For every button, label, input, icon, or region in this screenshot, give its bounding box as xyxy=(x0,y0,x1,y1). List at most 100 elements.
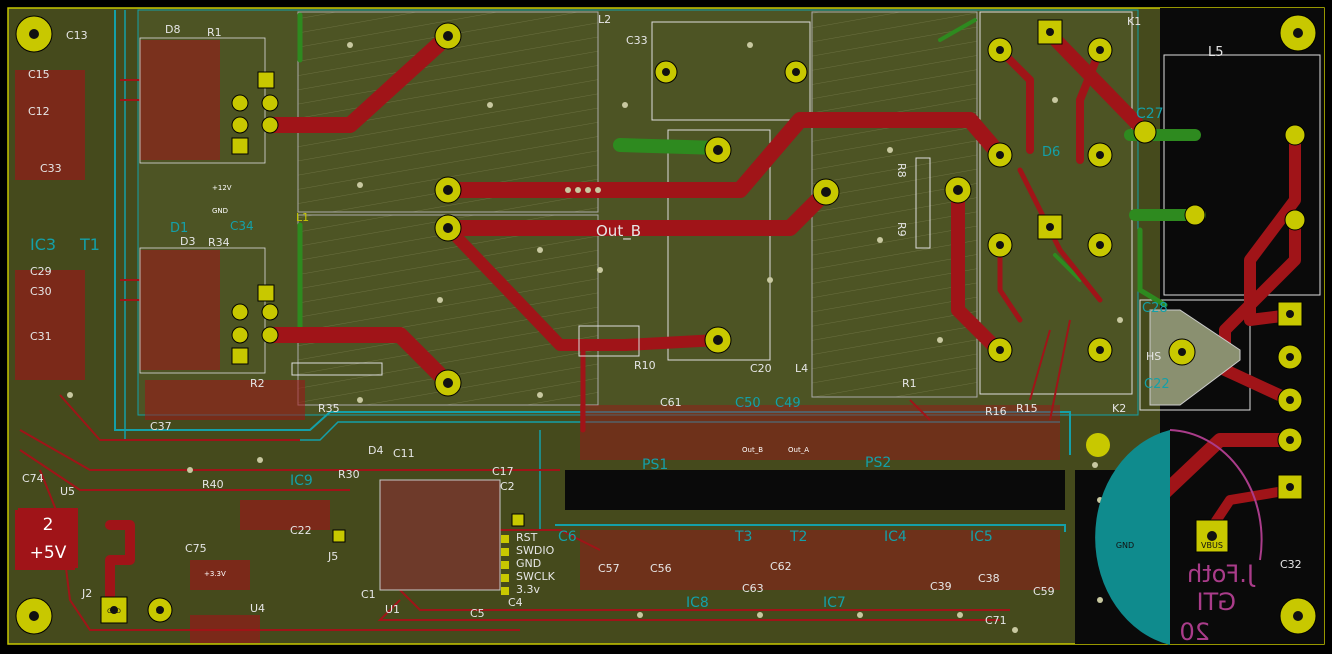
designator-c33: C33 xyxy=(626,34,648,47)
swd-label-rst: RST xyxy=(516,531,538,544)
heatsink-outline xyxy=(1139,299,1251,411)
author-line3: 20 xyxy=(1179,618,1210,646)
designator-c31: C31 xyxy=(30,330,52,343)
designator-ic3: IC3 xyxy=(30,235,56,254)
designator-u4: U4 xyxy=(250,602,265,615)
cap-c33-outline xyxy=(651,21,811,121)
designator-r40: R40 xyxy=(202,478,224,491)
swd-header-pins xyxy=(501,535,509,595)
designator-c32: C32 xyxy=(1280,558,1302,571)
swd-label-swclk: SWCLK xyxy=(516,570,556,583)
designator-c15: C15 xyxy=(28,68,50,81)
zone-boundary-line-2 xyxy=(124,10,1060,441)
designator-c5: C5 xyxy=(470,607,485,620)
front-copper-traces xyxy=(105,25,1301,615)
designator-u5: U5 xyxy=(60,485,75,498)
designator-r34: R34 xyxy=(208,236,230,249)
author-line2: GTI xyxy=(1197,588,1236,616)
j1-outline-arc xyxy=(1169,429,1263,561)
designator-c20: C20 xyxy=(750,362,772,375)
designator-l4: L4 xyxy=(795,362,808,375)
designator-d4: D4 xyxy=(368,444,383,457)
j1-vbus-label: VBUS xyxy=(1201,541,1223,550)
swd-label-swdio: SWDIO xyxy=(516,544,555,557)
designator-c39: C39 xyxy=(930,580,952,593)
designator-ic8: IC8 xyxy=(686,595,709,611)
designator-ic7: IC7 xyxy=(823,595,846,611)
designator-ps1: PS1 xyxy=(642,457,668,473)
designator-c1: C1 xyxy=(361,588,376,601)
designator-r1a: R1 xyxy=(207,26,222,39)
designator-c4: C4 xyxy=(508,596,523,609)
designator-c59: C59 xyxy=(1033,585,1055,598)
designator-c61: C61 xyxy=(660,396,682,409)
author-text: J.Foth GTI 20 xyxy=(1179,560,1256,646)
designator-c13: C13 xyxy=(66,29,88,42)
designator-r9: R9 xyxy=(895,222,908,237)
designator-c29: C29 xyxy=(30,265,52,278)
designator-ps2: PS2 xyxy=(865,455,891,471)
swd-label-3v3: 3.3v xyxy=(516,583,540,596)
pads xyxy=(15,14,1317,635)
usb-connector-j1-pad xyxy=(1095,430,1170,645)
designator-c30: C30 xyxy=(30,285,52,298)
power-label-line1: 2 xyxy=(43,515,54,535)
label-plus12v: +12V xyxy=(212,184,232,192)
heatsink-shape xyxy=(1149,309,1241,406)
mcu-u1-body xyxy=(379,479,501,591)
designator-c75: C75 xyxy=(185,542,207,555)
designator-ic4: IC4 xyxy=(884,529,907,545)
designator-r15: R15 xyxy=(1016,402,1038,415)
designator-c63: C63 xyxy=(742,582,764,595)
designator-c22b: C22 xyxy=(290,524,312,537)
label-gnd-small: GND xyxy=(212,207,228,215)
designator-c62: C62 xyxy=(770,560,792,573)
designator-c50: C50 xyxy=(735,396,761,411)
designator-d1: D1 xyxy=(170,221,188,236)
inductor-l5-outline xyxy=(1163,54,1321,296)
net-label-out-b: Out_B xyxy=(596,222,641,241)
designator-c22: C22 xyxy=(1144,377,1170,392)
designator-c57: C57 xyxy=(598,562,620,575)
designator-c11: C11 xyxy=(393,447,415,460)
j1-gnd-label: GND xyxy=(1116,541,1134,550)
designator-ic9: IC9 xyxy=(290,473,313,489)
designator-c2: C2 xyxy=(500,480,515,493)
designator-r16: R16 xyxy=(985,405,1007,418)
swd-label-gnd: GND xyxy=(516,557,541,570)
designator-j5: J5 xyxy=(327,550,338,563)
cap-c20-outline xyxy=(667,129,771,361)
j2-5v-label: 5V xyxy=(156,608,165,615)
designator-c71: C71 xyxy=(985,614,1007,627)
via-large xyxy=(1086,433,1110,457)
label-out-a: Out_A xyxy=(788,446,809,454)
designator-c56: C56 xyxy=(650,562,672,575)
designator-c37: C37 xyxy=(150,420,172,433)
back-copper-traces xyxy=(297,12,1206,333)
designator-l2: L2 xyxy=(598,13,611,26)
label-out-b-small: Out_B xyxy=(742,446,763,454)
designator-k2: K2 xyxy=(1112,402,1126,415)
designator-hs: HS xyxy=(1146,350,1161,363)
component-small-labels: +12V GND Out_A Out_B +3.3V xyxy=(204,184,809,578)
silkscreen-text: C13 C15 C12 C33 D8 R1 C34 D3 R34 L2 C33 … xyxy=(22,13,1302,627)
power-section-zone xyxy=(137,9,1139,416)
designator-c28: C28 xyxy=(1142,301,1168,316)
designator-d3: D3 xyxy=(180,235,195,248)
label-3v3: +3.3V xyxy=(204,570,226,578)
zone-boundary-line xyxy=(114,10,1071,455)
author-line1: J.Foth xyxy=(1187,560,1256,588)
designator-t2: T2 xyxy=(789,529,807,545)
designator-t1: T1 xyxy=(79,235,100,254)
designator-r10: R10 xyxy=(634,359,656,372)
designator-l5: L5 xyxy=(1208,45,1224,60)
designator-k1: K1 xyxy=(1127,15,1141,28)
signal-traces xyxy=(19,79,1071,631)
designator-c38: C38 xyxy=(978,572,1000,585)
power-label-line2: +5V xyxy=(30,543,67,563)
designator-c12: C12 xyxy=(28,105,50,118)
designator-c74: C74 xyxy=(22,472,44,485)
designator-r30: R30 xyxy=(338,468,360,481)
